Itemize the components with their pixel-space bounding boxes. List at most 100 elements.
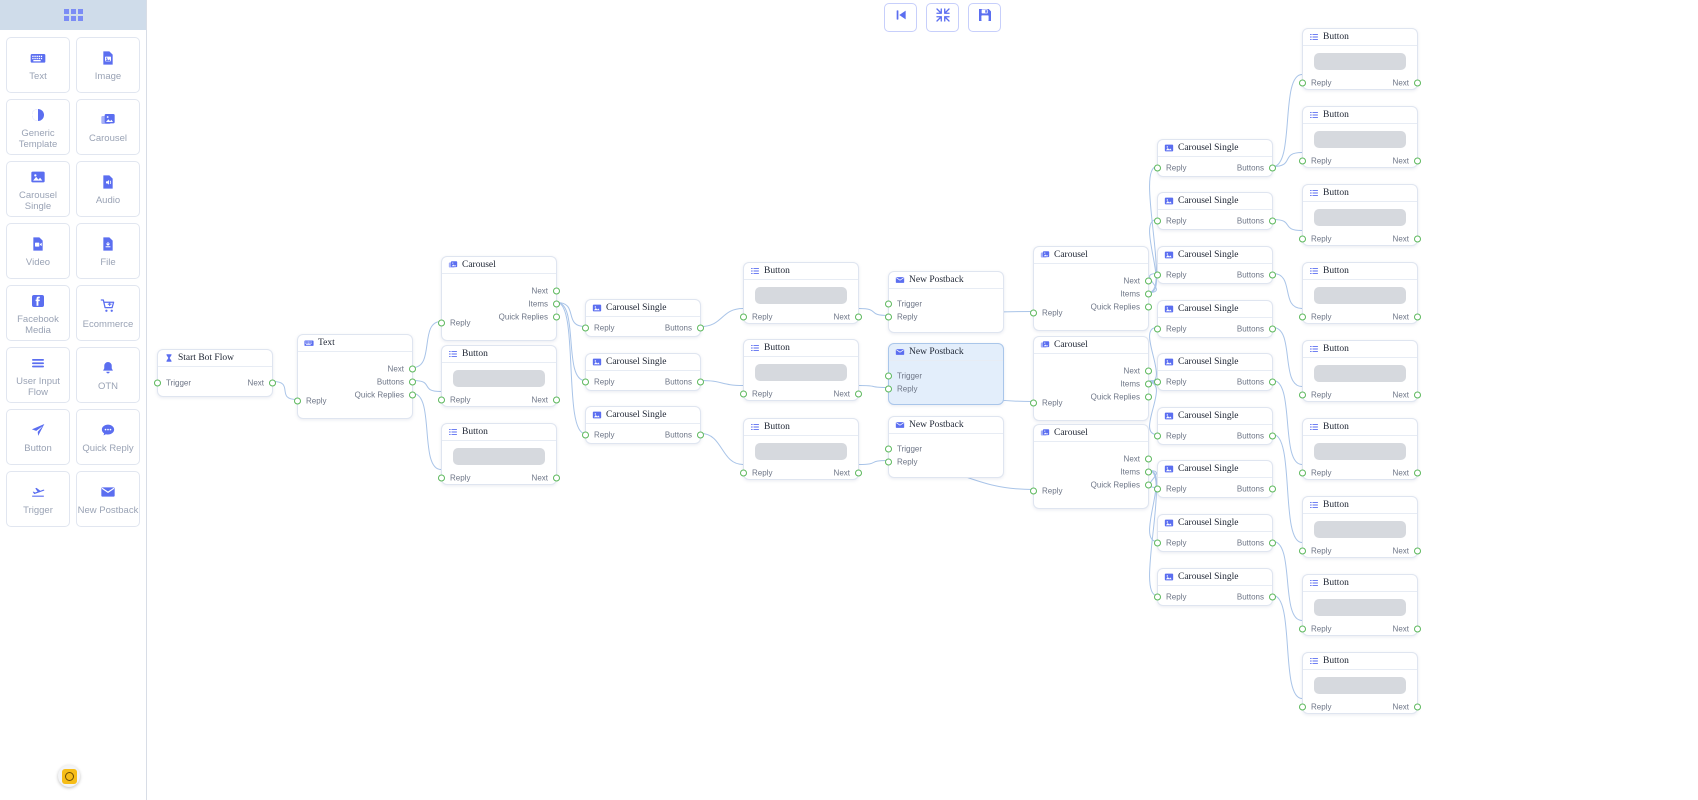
port-dot-buttons[interactable]	[1269, 217, 1276, 224]
port-dot-reply[interactable]	[582, 378, 589, 385]
port-dot-reply[interactable]	[1154, 217, 1161, 224]
port-dot-next[interactable]	[1414, 79, 1421, 86]
port-dot-next[interactable]	[269, 379, 276, 386]
port-dot-reply[interactable]	[1030, 399, 1037, 406]
palette-item-otn[interactable]: OTN	[76, 347, 140, 403]
port-dot-reply[interactable]	[1154, 271, 1161, 278]
port-dot-buttons[interactable]	[1269, 593, 1276, 600]
port-dot-quick_replies[interactable]	[409, 391, 416, 398]
port-dot-next[interactable]	[1414, 469, 1421, 476]
port-dot-buttons[interactable]	[1269, 539, 1276, 546]
port-dot-next[interactable]	[855, 313, 862, 320]
port-dot-reply[interactable]	[1154, 485, 1161, 492]
palette-item-new-postback[interactable]: New Postback	[76, 471, 140, 527]
port-dot-buttons[interactable]	[697, 431, 704, 438]
palette-item-file[interactable]: File	[76, 223, 140, 279]
port-dot-next[interactable]	[409, 365, 416, 372]
port-dot-reply[interactable]	[885, 313, 892, 320]
port-dot-next[interactable]	[1414, 391, 1421, 398]
palette-item-button[interactable]: Button	[6, 409, 70, 465]
port-dot-quick_replies[interactable]	[553, 313, 560, 320]
palette-item-generic-template[interactable]: Generic Template	[6, 99, 70, 155]
port-dot-trigger[interactable]	[885, 300, 892, 307]
port-dot-reply[interactable]	[1299, 547, 1306, 554]
port-dot-buttons[interactable]	[697, 324, 704, 331]
port-dot-reply[interactable]	[1154, 325, 1161, 332]
port-dot-items[interactable]	[1145, 290, 1152, 297]
port-dot-reply[interactable]	[885, 458, 892, 465]
port-dot-quick_replies[interactable]	[1145, 303, 1152, 310]
port-dot-reply[interactable]	[1299, 391, 1306, 398]
palette-item-quick-reply[interactable]: Quick Reply	[76, 409, 140, 465]
port-dot-reply[interactable]	[1154, 593, 1161, 600]
port-dot-next[interactable]	[1145, 367, 1152, 374]
port-dot-reply[interactable]	[294, 397, 301, 404]
palette-item-user-input-flow[interactable]: User Input Flow	[6, 347, 70, 403]
port-dot-reply[interactable]	[1299, 79, 1306, 86]
fit-view-button[interactable]	[926, 3, 959, 32]
port-dot-reply[interactable]	[1030, 487, 1037, 494]
palette-item-ecommerce[interactable]: Ecommerce	[76, 285, 140, 341]
grid-apps-icon[interactable]	[63, 9, 83, 21]
port-dot-items[interactable]	[1145, 380, 1152, 387]
port-dot-trigger[interactable]	[885, 372, 892, 379]
port-dot-reply[interactable]	[1030, 309, 1037, 316]
port-dot-next[interactable]	[1145, 277, 1152, 284]
port-dot-reply[interactable]	[1299, 157, 1306, 164]
palette-item-facebook-media[interactable]: Facebook Media	[6, 285, 70, 341]
port-dot-next[interactable]	[1414, 313, 1421, 320]
port-dot-reply[interactable]	[1299, 703, 1306, 710]
port-dot-reply[interactable]	[1154, 164, 1161, 171]
port-dot-buttons[interactable]	[1269, 485, 1276, 492]
palette-item-text[interactable]: Text	[6, 37, 70, 93]
port-dot-reply[interactable]	[438, 396, 445, 403]
port-dot-next[interactable]	[553, 396, 560, 403]
port-dot-next[interactable]	[855, 390, 862, 397]
port-dot-buttons[interactable]	[1269, 164, 1276, 171]
port-dot-reply[interactable]	[1154, 378, 1161, 385]
palette-item-carousel[interactable]: Carousel	[76, 99, 140, 155]
port-dot-quick_replies[interactable]	[1145, 393, 1152, 400]
port-dot-trigger[interactable]	[154, 379, 161, 386]
port-dot-buttons[interactable]	[1269, 378, 1276, 385]
port-dot-quick_replies[interactable]	[1145, 481, 1152, 488]
port-dot-reply[interactable]	[740, 313, 747, 320]
port-dot-buttons[interactable]	[1269, 432, 1276, 439]
port-dot-buttons[interactable]	[697, 378, 704, 385]
port-dot-next[interactable]	[1414, 703, 1421, 710]
port-dot-reply[interactable]	[1299, 235, 1306, 242]
port-dot-trigger[interactable]	[885, 445, 892, 452]
bot-avatar-icon[interactable]	[58, 765, 80, 787]
port-dot-reply[interactable]	[1299, 625, 1306, 632]
palette-item-carousel-single[interactable]: Carousel Single	[6, 161, 70, 217]
port-dot-reply[interactable]	[740, 390, 747, 397]
port-dot-buttons[interactable]	[1269, 325, 1276, 332]
